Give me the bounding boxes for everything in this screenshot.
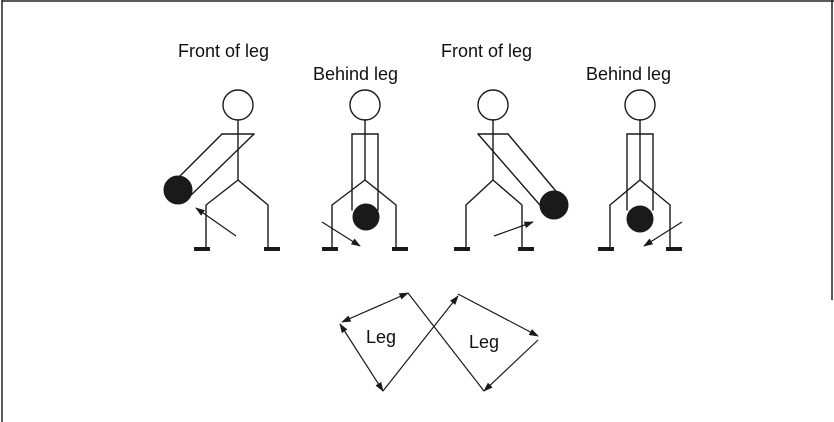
figure-3-label: Front of leg	[441, 41, 532, 61]
figure-2-head	[349, 89, 381, 121]
pattern-left-top-edge	[341, 292, 409, 323]
figure-2-leg-left	[331, 179, 366, 248]
figure-2-label: Behind leg	[313, 64, 398, 84]
figure-2-ball	[352, 203, 380, 231]
figure-1-swing-arrow	[195, 207, 237, 237]
figure-3-head	[477, 89, 509, 121]
figure-1-label: Front of leg	[178, 41, 269, 61]
figure-3-arm-a	[477, 133, 547, 213]
figure-3-ball	[539, 190, 569, 220]
figure-2-leg-right	[364, 179, 397, 248]
figure-4-label: Behind leg	[586, 64, 671, 84]
figure-1-leg-right	[237, 179, 269, 248]
figure-3: Front of leg	[441, 41, 569, 251]
figure-4-head	[624, 89, 656, 121]
figure-eight-pattern: Leg Leg	[339, 292, 539, 392]
pattern-left-label: Leg	[366, 327, 396, 347]
figure-1-leg-left	[205, 179, 239, 248]
figure-4-swing-arrow	[643, 221, 683, 247]
figure-1: Front of leg	[163, 41, 280, 251]
pattern-cross-a	[407, 292, 485, 392]
figure-1-arm-b	[185, 133, 255, 201]
pattern-right-top-edge	[457, 293, 539, 337]
figure-2: Behind leg	[313, 64, 408, 251]
figure-3-swing-arrow	[493, 221, 534, 237]
figure-2-swing-arrow	[321, 221, 361, 247]
figure-3-leg-left	[465, 179, 494, 248]
figure-4-ball	[626, 205, 654, 233]
pattern-right-bottom-edge	[483, 339, 539, 392]
figure-4: Behind leg	[586, 64, 683, 251]
figure-3-leg-right	[492, 179, 523, 248]
pattern-cross-b	[382, 295, 459, 392]
figure-1-ball	[163, 175, 193, 205]
pattern-right-label: Leg	[469, 332, 499, 352]
figure-3-arm-b	[507, 133, 561, 197]
figure-4-leg-right	[639, 179, 671, 248]
pattern-left-left-edge	[339, 323, 384, 392]
figure-4-leg-left	[609, 179, 641, 248]
figure-1-head	[222, 89, 254, 121]
